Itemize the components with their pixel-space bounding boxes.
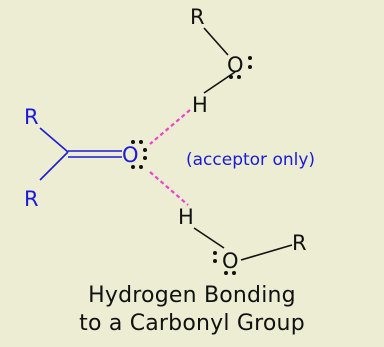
carbonyl-bottom-r-label: R bbox=[24, 187, 39, 211]
carbonyl-group bbox=[39, 127, 122, 181]
caption-line-2: to a Carbonyl Group bbox=[79, 311, 305, 336]
top-hydrogen-bond bbox=[149, 109, 191, 145]
carbonyl-oxygen-label: O bbox=[122, 143, 139, 167]
carbonyl-oxygen-lone-pairs bbox=[131, 140, 147, 169]
top-r-label: R bbox=[190, 5, 205, 29]
top-r-o-bond bbox=[203, 27, 229, 56]
bottom-oxygen-lone-pairs bbox=[213, 251, 236, 275]
bottom-o-r-bond bbox=[240, 244, 293, 261]
top-oxygen-lone-pairs bbox=[229, 56, 252, 79]
carbonyl-bottom-r-bond bbox=[39, 151, 69, 181]
hydrogen-bonds bbox=[149, 109, 191, 206]
carbonyl-top-r-label: R bbox=[24, 105, 39, 129]
bottom-hydrogen-label: H bbox=[178, 205, 194, 229]
bottom-donor-molecule bbox=[193, 227, 293, 261]
acceptor-only-annotation: (acceptor only) bbox=[186, 150, 315, 170]
carbonyl-top-r-bond bbox=[39, 127, 69, 153]
bottom-oxygen-label: O bbox=[222, 249, 239, 273]
bottom-h-o-bond bbox=[193, 227, 225, 249]
top-oxygen-label: O bbox=[227, 53, 244, 77]
top-hydrogen-label: H bbox=[192, 93, 208, 117]
bottom-hydrogen-bond bbox=[149, 171, 189, 206]
caption-line-1: Hydrogen Bonding bbox=[88, 283, 296, 308]
bottom-r-label: R bbox=[292, 231, 307, 255]
